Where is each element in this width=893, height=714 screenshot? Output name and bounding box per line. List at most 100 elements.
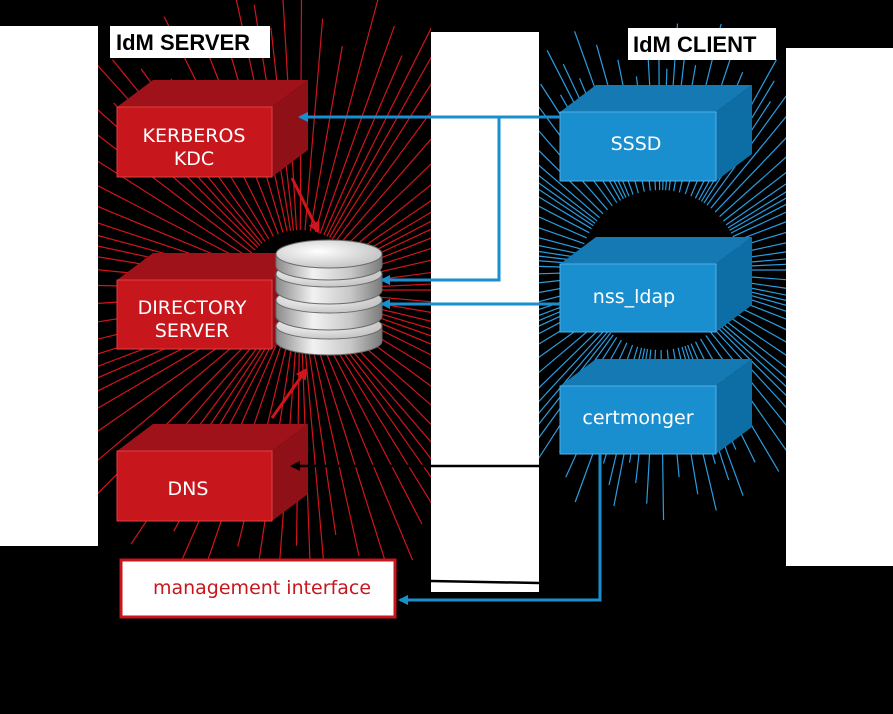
burst-ray [539,250,581,259]
burst-ray [710,115,786,209]
burst-ray [729,309,786,343]
directory-label-line2: SERVER [155,320,229,342]
burst-ray [720,321,786,379]
burst-ray [539,196,592,230]
burst-ray [539,255,581,262]
burst-ray [357,306,431,330]
burst-ray [706,95,786,206]
sssd-label: SSSD [611,133,662,155]
burst-ray [539,164,600,219]
burst-ray [331,83,431,240]
burst-ray [304,18,324,231]
burst-ray [312,348,360,556]
nss-ldap-box: nss_ldap [559,237,752,333]
right-white-panel [786,48,893,566]
burst-ray [349,199,431,257]
burst-ray [539,325,604,389]
burst-ray [539,237,583,250]
burst-ray [352,220,431,263]
burst-ray [736,291,786,306]
burst-ray [539,271,581,275]
burst-ray [341,332,431,426]
burst-ray [353,316,431,356]
burst-ray [539,328,607,403]
burst-ray [539,245,582,255]
burst-ray [98,328,255,461]
burst-ray [739,275,786,281]
dns-box: DNS [116,424,308,522]
burst-ray [539,174,598,222]
burst-ray [732,303,786,331]
burst-ray [738,285,786,296]
burst-ray [737,288,786,302]
burst-ray [539,260,581,265]
burst-ray [539,188,594,227]
burst-ray [317,347,386,560]
burst-ray [725,183,786,226]
burst-ray [539,227,585,245]
burst-ray [539,316,596,358]
burst-ray [539,265,581,269]
burst-ray [358,299,431,314]
burst-ray [330,340,431,504]
kerberos-label-line2: KDC [174,148,214,170]
burst-ray [333,338,431,479]
certmonger-label: certmonger [582,407,693,429]
burst-ray [739,263,786,267]
burst-ray [734,298,786,320]
sssd-box: SSSD [559,85,752,182]
burst-ray [730,203,786,234]
burst-ray [539,284,582,294]
burst-ray [739,280,786,289]
burst-ray [314,0,379,233]
database-icon [275,239,383,356]
burst-ray [328,56,431,238]
burst-ray [539,289,583,303]
dns-to-directory-arrow [270,367,308,419]
burst-ray [714,137,786,213]
center-white-panel [431,32,539,592]
burst-ray [358,303,431,322]
kerberos-kdc-box: KERBEROS KDC [116,80,308,178]
burst-ray [354,228,431,266]
burst-ray [539,205,590,234]
burst-ray [358,259,431,278]
management-connector-line [430,579,540,585]
burst-ray [359,283,431,288]
certmonger-box: certmonger [559,359,752,455]
burst-ray [736,231,786,248]
burst-ray [719,156,786,218]
burst-ray [739,258,786,264]
burst-ray [539,321,600,374]
kerberos-label-line1: KERBEROS [143,125,246,147]
burst-ray [732,211,786,238]
burst-ray [304,349,325,560]
sssd-to-directory-arrow [380,117,501,285]
client-header: IdM CLIENT [633,32,757,57]
certmonger-to-management-arrow [398,454,602,605]
burst-ray [359,271,431,283]
burst-ray [738,242,786,254]
burst-ray [539,149,604,215]
burst-ray [335,110,431,243]
burst-ray [713,328,786,409]
kdc-to-directory-arrow [290,177,320,234]
burst-ray [319,25,395,234]
burst-ray [355,237,431,269]
burst-ray [342,163,431,249]
burst-ray [539,216,587,239]
burst-ray [98,205,245,268]
burst-ray [336,337,431,460]
left-white-panel [0,26,98,546]
burst-ray [716,325,786,397]
burst-ray [309,45,343,232]
burst-ray [539,330,609,414]
burst-ray [722,171,786,222]
burst-ray [338,335,431,443]
burst-ray [355,312,431,345]
nss-ldap-label: nss_ldap [593,286,675,308]
burst-ray [98,185,247,264]
burst-ray [539,182,596,224]
